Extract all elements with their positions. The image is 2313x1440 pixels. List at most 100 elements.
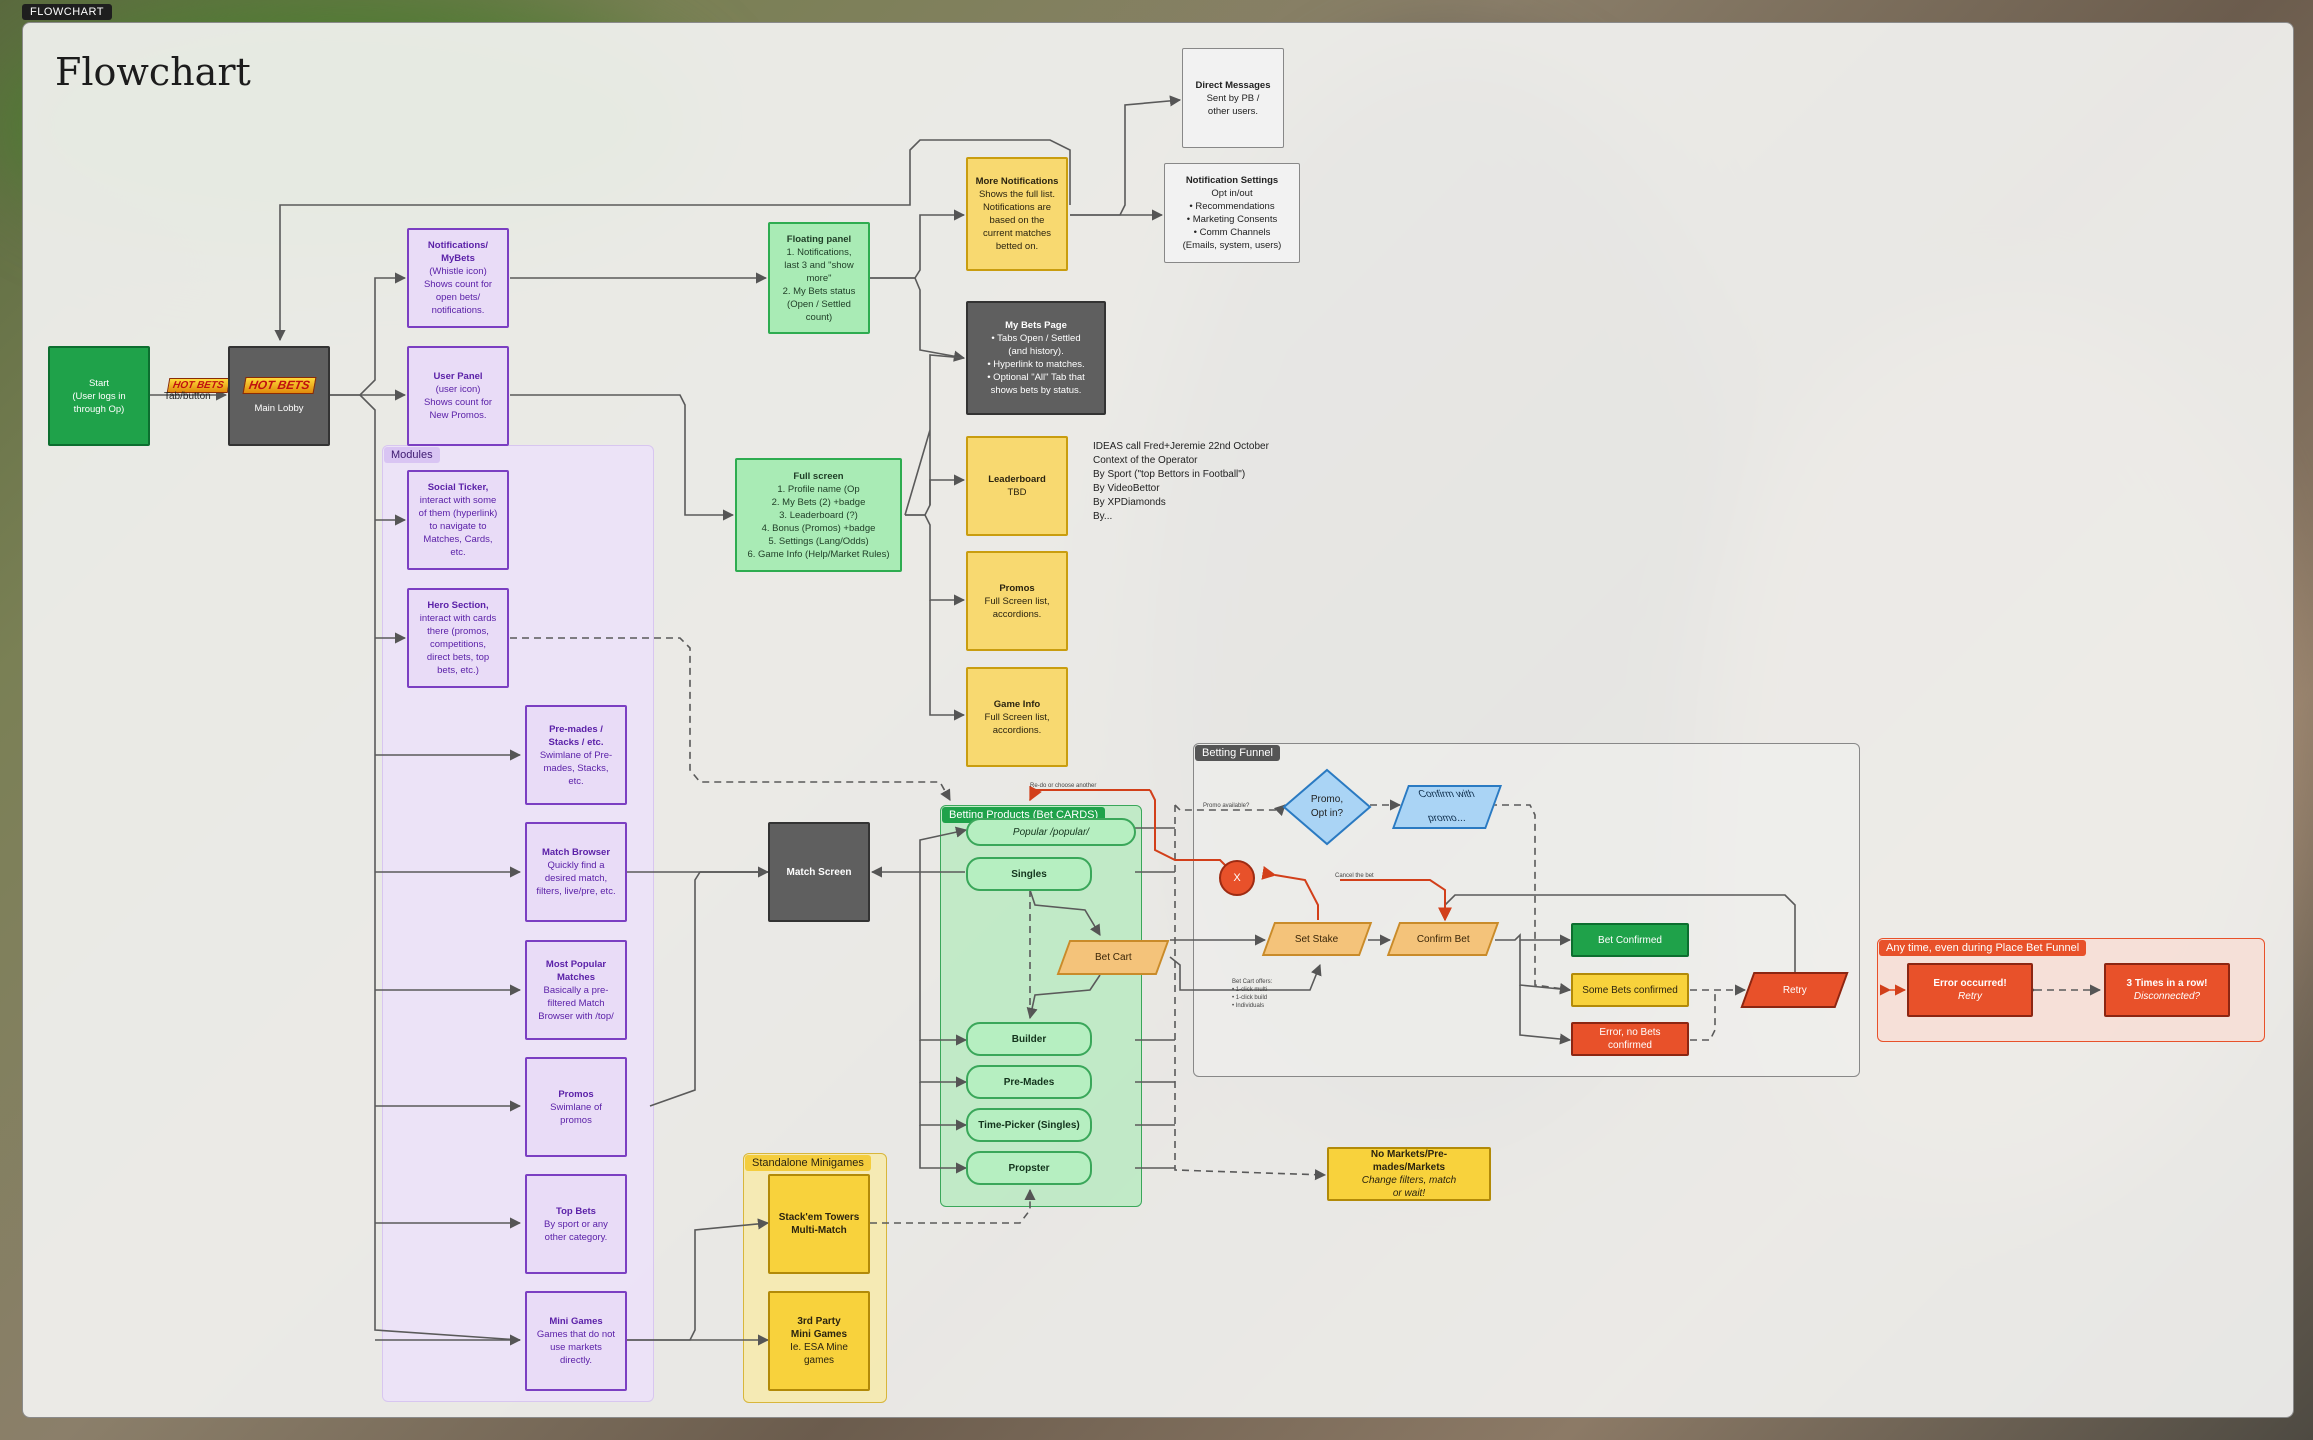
no-markets-node[interactable]: No Markets/Pre-mades/Markets Change filt… — [1327, 1147, 1491, 1201]
leaderboard-node[interactable]: Leaderboard TBD — [966, 436, 1068, 536]
notification-settings-title: Notification Settings — [1185, 175, 1279, 186]
more-notifications-node[interactable]: More Notifications Shows the full list. … — [966, 157, 1068, 271]
social-ticker-node[interactable]: Social Ticker, interact with some of the… — [407, 470, 509, 570]
notifications-title2: MyBets — [441, 253, 475, 264]
third-party-node[interactable]: 3rd Party Mini Games Ie. ESA Mine games — [768, 1291, 870, 1391]
full-screen-l2: 2. My Bets (2) +badge — [771, 496, 866, 508]
three-times-title: 3 Times in a row! — [2126, 978, 2208, 989]
page-title: Flowchart — [55, 50, 251, 94]
hero-section-node[interactable]: Hero Section, interact with cards there … — [407, 588, 509, 688]
cancel-note: Cancel the bet — [1335, 873, 1374, 879]
main-lobby-node[interactable]: HOT BETS Main Lobby — [228, 346, 330, 446]
some-bets-node[interactable]: Some Bets confirmed — [1571, 973, 1689, 1007]
user-panel-node[interactable]: User Panel (user icon) Shows count for N… — [407, 346, 509, 446]
premades-title: Pre-mades / — [549, 723, 603, 735]
full-screen-l1: 1. Profile name (Op — [777, 483, 860, 495]
premades-node[interactable]: Pre-mades / Stacks / etc. Swimlane of Pr… — [525, 705, 627, 805]
popular-pill[interactable]: Popular /popular/ — [966, 818, 1136, 846]
start-label: Start — [88, 377, 110, 389]
standalone-label: Standalone Minigames — [745, 1155, 871, 1171]
start-line2: (User logs in — [72, 390, 126, 402]
floating-panel-node[interactable]: Floating panel 1. Notifications, last 3 … — [768, 222, 870, 334]
hero-section-l2: there (promos, — [427, 626, 489, 637]
mini-games-l1: Games that do not — [536, 1329, 616, 1340]
notifications-l1: (Whistle icon) — [429, 266, 487, 277]
confirm-promo-l2: promo... — [1426, 813, 1468, 824]
promos-fs-l2: accordions. — [992, 608, 1042, 620]
my-bets-page-l5: shows bets by status. — [990, 385, 1082, 396]
my-bets-page-title: My Bets Page — [1005, 320, 1067, 331]
third-party-l1: Ie. ESA Mine — [790, 1342, 848, 1353]
start-node[interactable]: Start (User logs in through Op) — [48, 346, 150, 446]
three-times-l1: Disconnected? — [2133, 991, 2201, 1002]
game-info-l2: accordions. — [992, 724, 1042, 736]
user-panel-l1: (user icon) — [435, 384, 481, 395]
retry-node[interactable]: Retry — [1740, 972, 1849, 1008]
notifications-node[interactable]: Notifications/ MyBets (Whistle icon) Sho… — [407, 228, 509, 328]
more-notifications-l4: current matches — [982, 228, 1052, 239]
notification-settings-node[interactable]: Notification Settings Opt in/out • Recom… — [1164, 163, 1300, 263]
direct-messages-node[interactable]: Direct Messages Sent by PB / other users… — [1182, 48, 1284, 148]
my-bets-page-l2: (and history). — [1008, 346, 1064, 357]
match-browser-node[interactable]: Match Browser Quickly find a desired mat… — [525, 822, 627, 922]
error-no-bets-node[interactable]: Error, no Bets confirmed — [1571, 1022, 1689, 1056]
user-panel-l3: New Promos. — [429, 410, 487, 421]
promos-module-node[interactable]: Promos Swimlane of promos — [525, 1057, 627, 1157]
bet-cart-node[interactable]: Bet Cart — [1056, 940, 1170, 975]
premades-l3: etc. — [568, 775, 584, 787]
ideas-note: IDEAS call Fred+Jeremie 22nd October Con… — [1093, 440, 1269, 524]
three-times-node[interactable]: 3 Times in a row! Disconnected? — [2104, 963, 2230, 1017]
mini-games-node[interactable]: Mini Games Games that do not use markets… — [525, 1291, 627, 1391]
promos-module-l2: promos — [560, 1114, 592, 1126]
most-popular-title2: Matches — [556, 971, 595, 983]
notification-settings-l2: • Recommendations — [1189, 201, 1275, 212]
floating-panel-l2: last 3 and "show — [784, 259, 854, 271]
promos-fs-node[interactable]: Promos Full Screen list, accordions. — [966, 551, 1068, 651]
most-popular-node[interactable]: Most Popular Matches Basically a pre- fi… — [525, 940, 627, 1040]
premades-pill[interactable]: Pre-Mades — [966, 1065, 1092, 1099]
most-popular-l3: Browser with /top/ — [538, 1010, 614, 1022]
stackem-node[interactable]: Stack'em Towers Multi-Match — [768, 1174, 870, 1274]
my-bets-page-node[interactable]: My Bets Page • Tabs Open / Settled (and … — [966, 301, 1106, 415]
promo-optin-l1: Promo, — [1310, 794, 1344, 805]
full-screen-node[interactable]: Full screen 1. Profile name (Op 2. My Be… — [735, 458, 902, 572]
frame-tag[interactable]: FLOWCHART — [22, 4, 112, 20]
match-browser-l3: filters, live/pre, etc. — [536, 886, 616, 897]
floating-panel-l1: 1. Notifications, — [786, 246, 852, 258]
bet-cart-offers-l3: • 1-click build — [1232, 995, 1268, 1001]
match-screen-label: Match Screen — [786, 866, 852, 878]
propster-label: Propster — [1008, 1162, 1050, 1174]
top-bets-node[interactable]: Top Bets By sport or any other category. — [525, 1174, 627, 1274]
top-bets-l1: By sport or any — [544, 1218, 608, 1230]
main-lobby-label: Main Lobby — [254, 403, 304, 414]
hero-section-l4: direct bets, top — [426, 652, 490, 663]
social-ticker-l5: etc. — [450, 547, 466, 558]
hero-section-l5: bets, etc.) — [437, 665, 479, 676]
confirm-bet-node[interactable]: Confirm Bet — [1386, 922, 1500, 956]
ideas-l6: By... — [1093, 511, 1113, 522]
notification-settings-l3: • Marketing Consents — [1186, 214, 1278, 225]
most-popular-l1: Basically a pre- — [543, 984, 609, 996]
game-info-node[interactable]: Game Info Full Screen list, accordions. — [966, 667, 1068, 767]
match-screen-node[interactable]: Match Screen — [768, 822, 870, 922]
cancel-x-icon[interactable]: X — [1219, 860, 1255, 896]
singles-pill[interactable]: Singles — [966, 857, 1092, 891]
time-picker-pill[interactable]: Time-Picker (Singles) — [966, 1108, 1092, 1142]
notifications-l4: notifications. — [431, 305, 485, 316]
set-stake-node[interactable]: Set Stake — [1261, 922, 1373, 956]
third-party-l2: games — [803, 1355, 834, 1366]
error-occurred-node[interactable]: Error occurred! Retry — [1907, 963, 2033, 1017]
builder-pill[interactable]: Builder — [966, 1022, 1092, 1056]
promo-optin-label: Promo, Opt in? — [1282, 793, 1372, 821]
retry-label: Retry — [1782, 984, 1807, 996]
propster-pill[interactable]: Propster — [966, 1151, 1092, 1185]
bet-confirmed-node[interactable]: Bet Confirmed — [1571, 923, 1689, 957]
betting-funnel-label: Betting Funnel — [1195, 745, 1280, 761]
social-ticker-l1: interact with some — [419, 495, 497, 506]
promo-optin-diamond[interactable] — [1282, 768, 1372, 846]
third-party-title: 3rd Party — [797, 1316, 841, 1327]
premades-l1: Swimlane of Pre- — [539, 749, 613, 761]
mini-games-l3: directly. — [559, 1355, 593, 1366]
